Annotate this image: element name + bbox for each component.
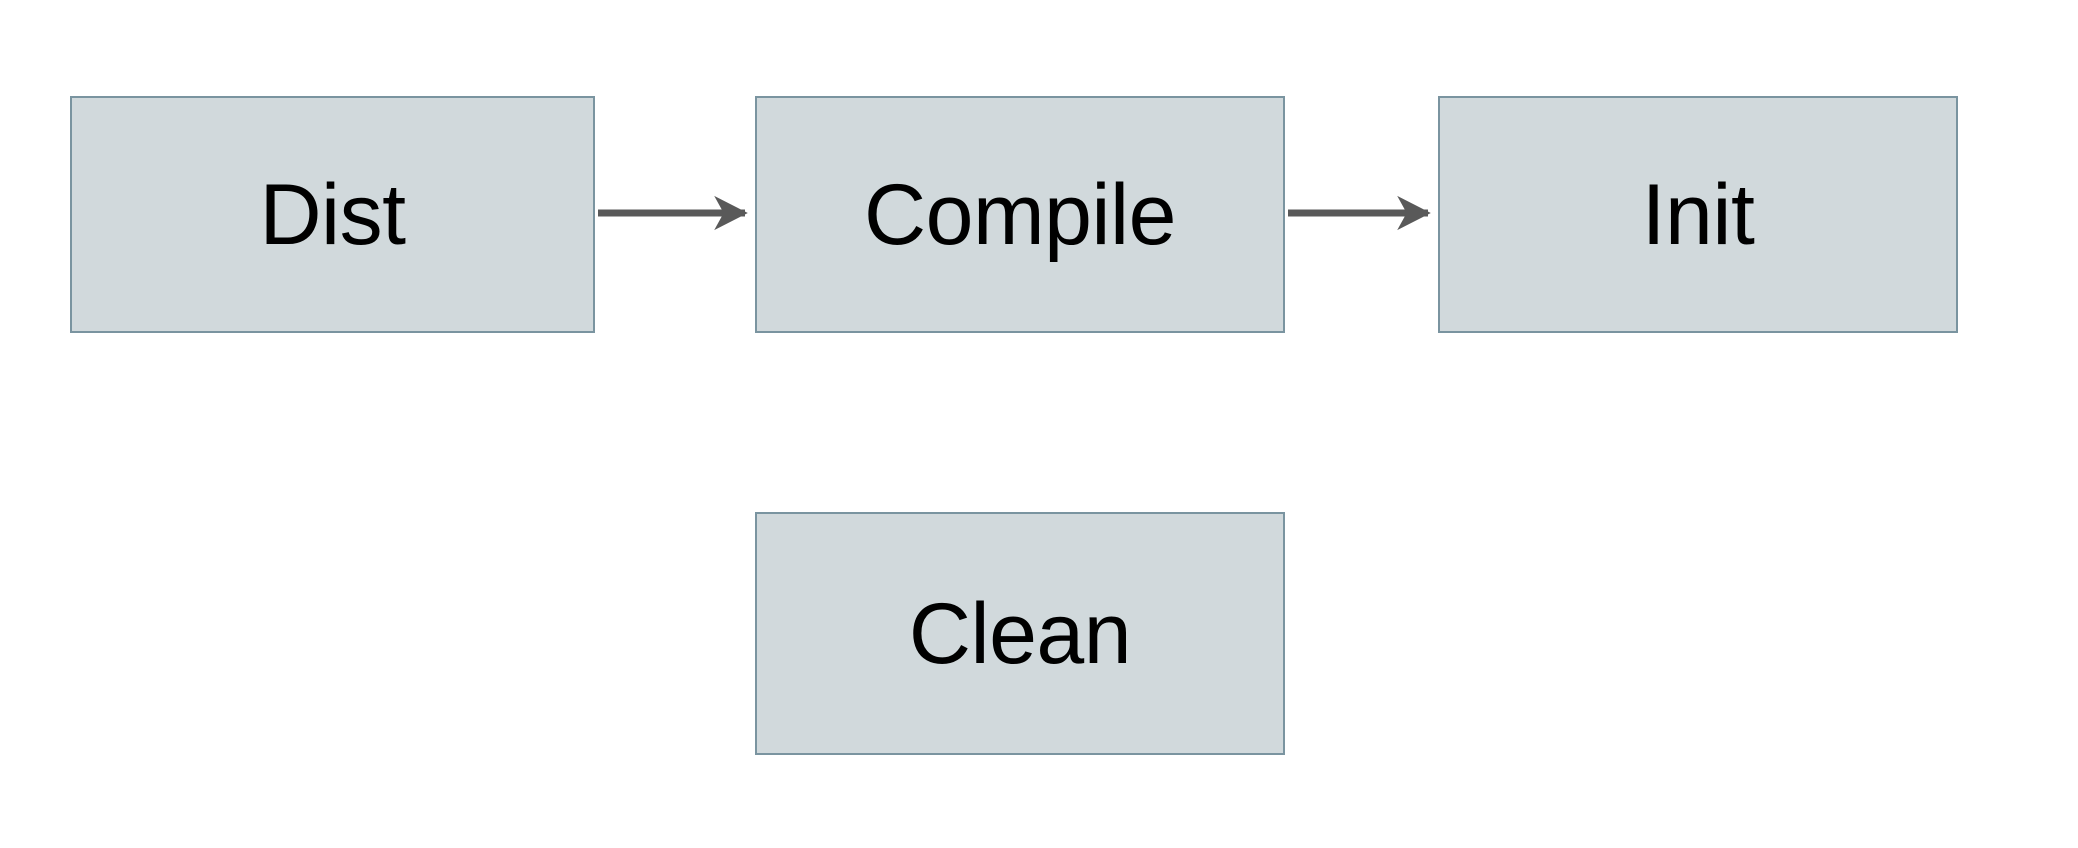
node-compile[interactable]: Compile (755, 96, 1285, 333)
node-clean[interactable]: Clean (755, 512, 1285, 755)
node-init[interactable]: Init (1438, 96, 1958, 333)
node-dist-label: Dist (259, 166, 406, 263)
node-compile-label: Compile (864, 166, 1176, 263)
node-init-label: Init (1641, 166, 1755, 263)
node-dist[interactable]: Dist (70, 96, 595, 333)
node-clean-label: Clean (908, 585, 1132, 682)
